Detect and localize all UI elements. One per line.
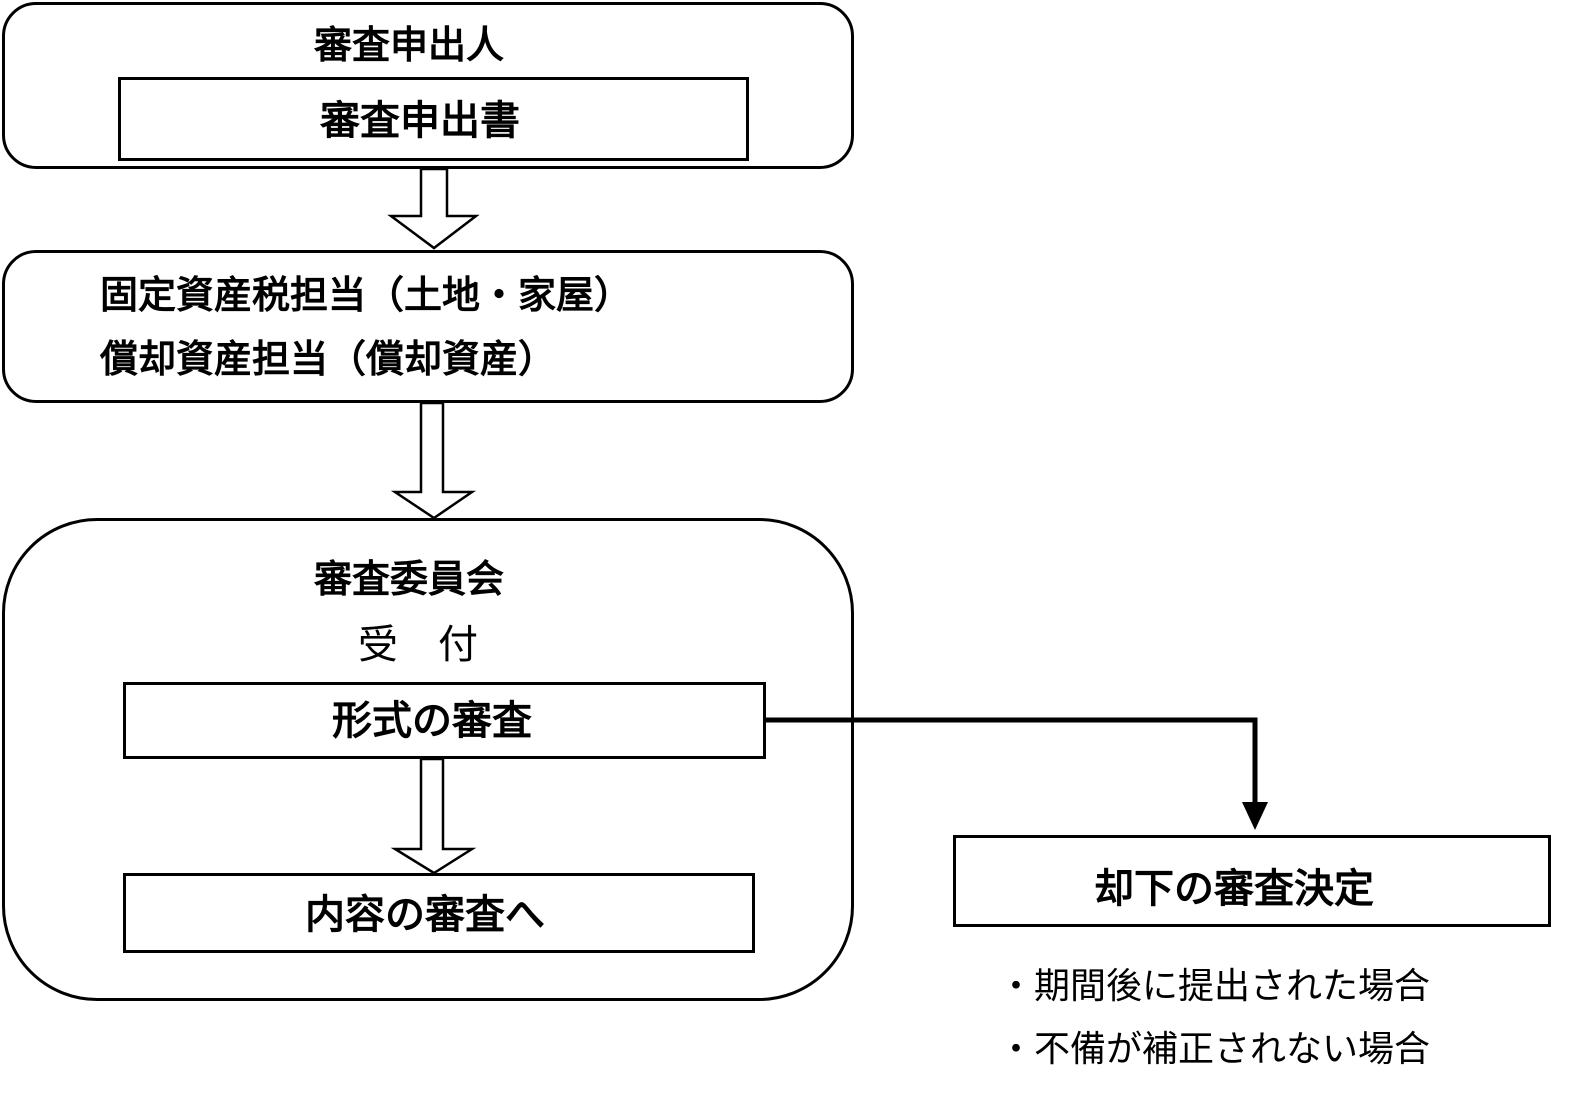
- rejection-decision-label: 却下の審査決定: [1094, 866, 1374, 912]
- committee-title: 審査委員会: [314, 557, 505, 601]
- content-review-box: [123, 873, 755, 953]
- content-review-label: 内容の審査へ: [305, 892, 545, 938]
- rejection-reason-late: ・期間後に提出された場合: [998, 966, 1431, 1007]
- application-document-label: 審査申出書: [320, 98, 520, 144]
- department-land-building: 固定資産税担当（土地・家屋）: [100, 273, 633, 317]
- formal-review-box: [123, 682, 766, 759]
- formal-review-label: 形式の審査: [332, 698, 532, 744]
- application-document-box: [118, 77, 749, 161]
- hollow-arrow-to-committee: [390, 401, 477, 520]
- hollow-arrow-to-department: [387, 167, 480, 250]
- department-depreciable-assets: 償却資産担当（償却資産）: [100, 337, 557, 381]
- rejection-reason-uncorrected: ・不備が補正されない場合: [998, 1029, 1431, 1070]
- applicant-title: 審査申出人: [314, 23, 505, 67]
- department-group: [2, 250, 854, 403]
- rejection-connector: [766, 717, 1258, 805]
- rejection-arrowhead: [1242, 802, 1268, 830]
- reception-label: 受 付: [358, 622, 478, 668]
- hollow-arrow-to-content-review: [390, 757, 477, 875]
- rejection-decision-box: [953, 835, 1551, 927]
